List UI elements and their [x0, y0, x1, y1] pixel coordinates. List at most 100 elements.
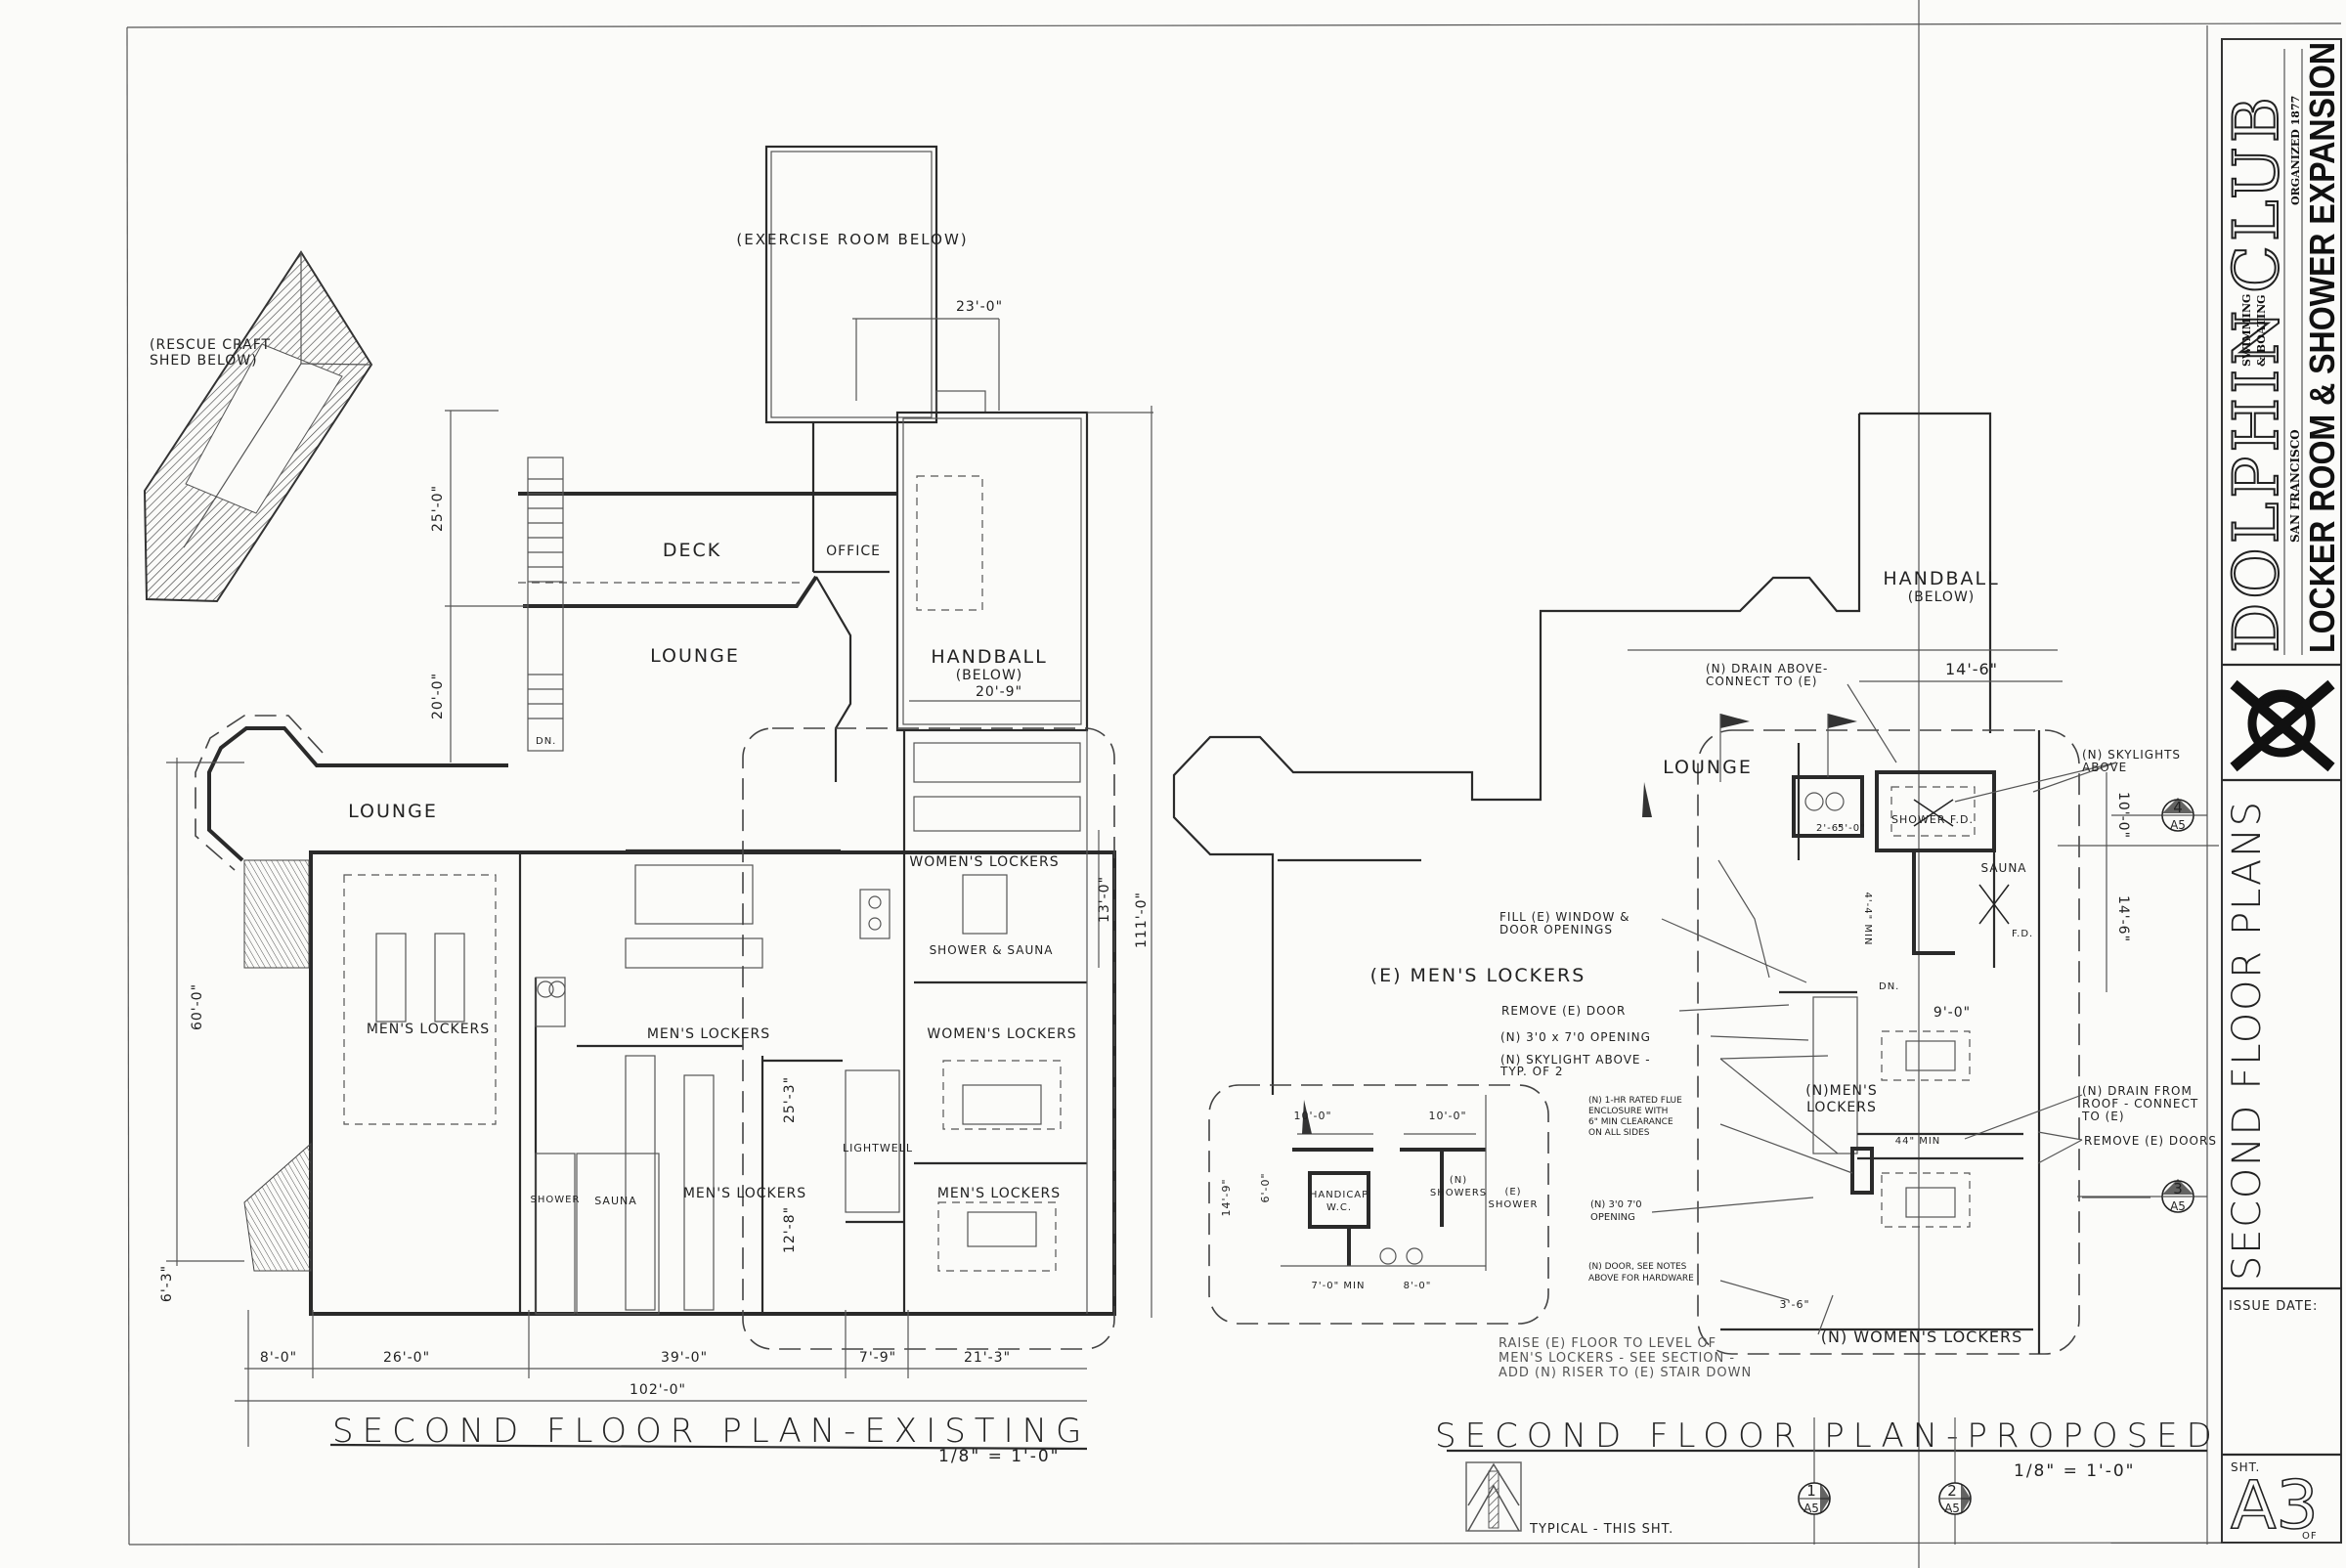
room-label: (N)MEN'S: [1805, 1083, 1878, 1099]
note-flue: ENCLOSURE WITH: [1588, 1107, 1668, 1116]
dimension-label: 23'-0": [956, 299, 1003, 315]
dimension-label: 7'-0" MIN: [1312, 1281, 1366, 1291]
sheet-border: [126, 0, 2342, 1568]
room-label: SAUNA: [594, 1195, 637, 1207]
existing-plan-title: SECOND FLOOR PLAN-EXISTING: [332, 1412, 1090, 1451]
note-flue: ON ALL SIDES: [1588, 1128, 1650, 1138]
proposed-plan: [1172, 412, 2219, 1355]
room-label: (N): [1450, 1175, 1467, 1186]
sheet-title: SECOND FLOOR PLANS: [2225, 802, 2270, 1281]
stair-down-label: DN.: [1879, 981, 1899, 992]
construction-notes: (N) DRAIN ABOVE- CONNECT TO (E) (N) SKYL…: [1499, 662, 2217, 1380]
dimension-label: 14'-6": [2115, 895, 2131, 942]
room-label: LIGHTWELL: [843, 1142, 913, 1154]
note-raise-floor: ADD (N) RISER TO (E) STAIR DOWN: [1499, 1366, 1752, 1380]
section-sheet: A5: [1803, 1502, 1819, 1515]
dimension-label: 102'-0": [630, 1382, 686, 1398]
section-marker-4[interactable]: 4 A5: [2111, 798, 2207, 832]
room-label: (RESCUE CRAFT: [150, 337, 271, 353]
note-fill-window: DOOR OPENINGS: [1499, 923, 1613, 936]
dimension-label: 12'-8": [782, 1206, 798, 1253]
dimension-label: 20'-9": [976, 684, 1022, 700]
dimension-label: 5'-0": [1838, 823, 1866, 834]
handball-outline: [895, 411, 1089, 732]
room-label: OFFICE: [826, 544, 881, 559]
room-label: SHOWER: [531, 1195, 581, 1205]
note-raise-floor: MEN'S LOCKERS - SEE SECTION -: [1499, 1351, 1735, 1366]
dimension-label: 21'-3": [964, 1350, 1011, 1366]
room-label: (E): [1504, 1187, 1521, 1198]
dimension-label: 39'-0": [661, 1350, 708, 1366]
section-marker-1[interactable]: 1 A5: [1798, 1417, 1831, 1545]
note-remove-doors: REMOVE (E) DOORS: [2084, 1134, 2217, 1148]
room-label: (N) WOMEN'S LOCKERS: [1821, 1328, 2022, 1346]
section-marker-3[interactable]: 3 A5: [2077, 1179, 2207, 1213]
room-label: DECK: [663, 540, 721, 561]
dimension-label: 44" MIN: [1895, 1136, 1941, 1147]
club-name-dolphin: DOLPHIN: [2221, 307, 2293, 653]
note-leaders: [1651, 683, 2117, 1335]
sheet-of-label: OF: [2302, 1531, 2318, 1542]
room-label: HANDICAP: [1310, 1190, 1368, 1200]
section-number: 1: [1806, 1482, 1816, 1500]
room-label: MEN'S LOCKERS: [937, 1186, 1061, 1201]
room-label: MEN'S LOCKERS: [683, 1186, 806, 1201]
exercise-room-outline: [764, 145, 938, 424]
shingle-detail-symbol-icon: [1465, 1461, 1522, 1532]
legend-note: TYPICAL - THIS SHT.: [1529, 1522, 1673, 1537]
note-skylights: ABOVE: [2082, 761, 2127, 774]
room-label: WOMEN'S LOCKERS: [927, 1026, 1076, 1042]
proposed-plan-labels: HANDBALL (BELOW) LOUNGE SHOWER F.D. SAUN…: [1220, 568, 2221, 1481]
note-drain-roof: (N) DRAIN FROM: [2082, 1084, 2193, 1098]
note-drain-above: CONNECT TO (E): [1706, 675, 1817, 688]
sheet-number: A3: [2231, 1467, 2319, 1545]
room-label: MEN'S LOCKERS: [647, 1026, 770, 1042]
room-label: LOUNGE: [1663, 757, 1753, 778]
note-skylight-above: TYP. OF 2: [1499, 1065, 1563, 1078]
dimension-label: 7'-9": [859, 1350, 896, 1366]
note-drain-above: (N) DRAIN ABOVE-: [1706, 662, 1828, 675]
room-label: (EXERCISE ROOM BELOW): [736, 231, 968, 248]
room-label: (BELOW): [1908, 589, 1976, 605]
dimension-label: 3'-6": [1779, 1298, 1809, 1311]
sheet-label: SHT.: [2231, 1460, 2260, 1474]
note-flue: 6" MIN CLEARANCE: [1588, 1117, 1673, 1127]
club-organized: ORGANIZED 1877: [2289, 96, 2302, 205]
proposed-work-area: [1697, 729, 2080, 1355]
room-label: SHOWER & SAUNA: [930, 943, 1054, 957]
note-door: ABOVE FOR HARDWARE: [1588, 1274, 1694, 1284]
proposed-plan-scale: 1/8" = 1'-0": [2014, 1461, 2136, 1481]
room-label: SHOWERS: [1430, 1188, 1487, 1198]
room-label: (E) MEN'S LOCKERS: [1370, 965, 1586, 986]
dimension-label: 111'-0": [1134, 892, 1150, 948]
stair-treads: [528, 478, 563, 719]
section-sheet: A5: [2170, 1199, 2186, 1213]
club-subtitle: SWIMMING: [2240, 294, 2253, 367]
note-raise-floor: RAISE (E) FLOOR TO LEVEL OF: [1499, 1336, 1716, 1351]
note-opening: OPENING: [1590, 1212, 1635, 1223]
dimension-label: 4'-4" MIN: [1862, 893, 1873, 946]
dimension-label: 6'-3": [159, 1265, 175, 1302]
room-label: WOMEN'S LOCKERS: [909, 854, 1059, 870]
note-drain-roof: TO (E): [2081, 1110, 2125, 1123]
room-label: MEN'S LOCKERS: [367, 1022, 490, 1037]
dimension-label: 2'-6": [1816, 823, 1845, 834]
section-marker-2[interactable]: 2 A5: [1938, 1417, 1972, 1545]
dolphin-club-knot-logo-icon: [2230, 679, 2335, 772]
room-label: LOUNGE: [348, 801, 438, 822]
room-label: SAUNA: [1980, 861, 2026, 875]
issue-date-label: ISSUE DATE:: [2229, 1299, 2318, 1314]
proposed-plan-title: SECOND FLOOR PLAN-PROPOSED: [1435, 1416, 2221, 1456]
club-name-club: CLUB: [2221, 93, 2293, 293]
proposed-annex-area: [1208, 1084, 1549, 1325]
dimension-label: 10'-0": [1428, 1110, 1466, 1122]
note-skylights: (N) SKYLIGHTS: [2082, 748, 2181, 762]
section-markers: 1 A5 2 A5 3 A5 4 A5: [1798, 798, 2207, 1545]
dimension-label: 8'-0": [1404, 1281, 1432, 1291]
dimension-label: 25'-0": [430, 485, 446, 532]
room-label: HANDBALL: [931, 646, 1047, 668]
club-city: SAN FRANCISCO: [2288, 429, 2302, 543]
dimension-label: 10'-0": [1293, 1110, 1331, 1122]
room-label: SHOWER: [1489, 1199, 1539, 1210]
